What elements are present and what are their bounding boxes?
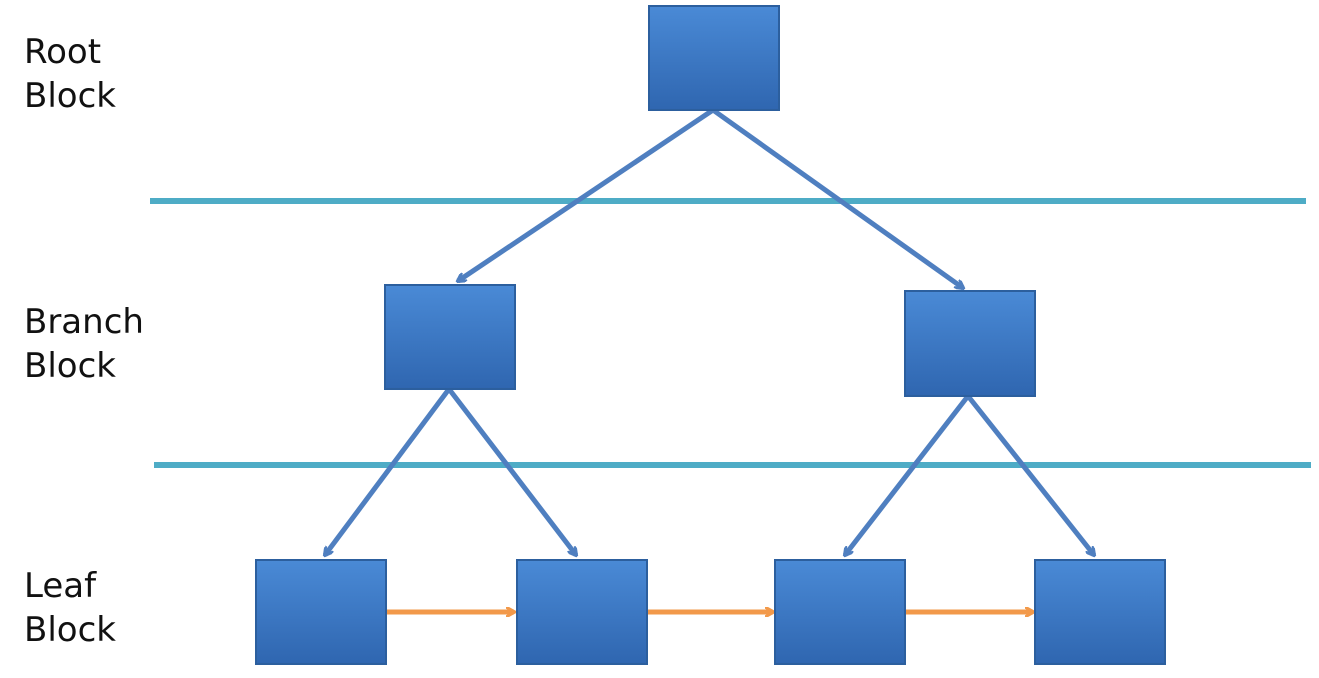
arrow-branch-left-to-leaf-1 [325, 387, 452, 555]
arrow-root-to-branch-right [711, 107, 963, 288]
leaf-block-1 [255, 559, 387, 665]
branch-block-label-line2: Block [24, 346, 116, 386]
branch-block-right [904, 290, 1036, 397]
root-block-label: Root Block [24, 30, 116, 118]
leaf-block-4 [1034, 559, 1166, 665]
arrow-branch-right-to-leaf-4 [966, 394, 1094, 555]
branch-block-label-line1: Branch [24, 302, 144, 342]
leaf-block-label-line1: Leaf [24, 566, 97, 606]
leaf-block-label-line2: Block [24, 610, 116, 650]
leaf-block-label: Leaf Block [24, 564, 116, 652]
arrow-branch-right-to-leaf-3 [845, 394, 970, 555]
root-block [648, 5, 780, 111]
branch-block-label: Branch Block [24, 300, 144, 388]
arrow-root-to-branch-left [458, 107, 715, 281]
leaf-block-2 [516, 559, 648, 665]
root-block-label-line1: Root [24, 32, 102, 72]
branch-block-left [384, 284, 516, 390]
leaf-block-3 [774, 559, 906, 665]
root-block-label-line2: Block [24, 76, 116, 116]
arrow-branch-left-to-leaf-2 [447, 387, 576, 555]
